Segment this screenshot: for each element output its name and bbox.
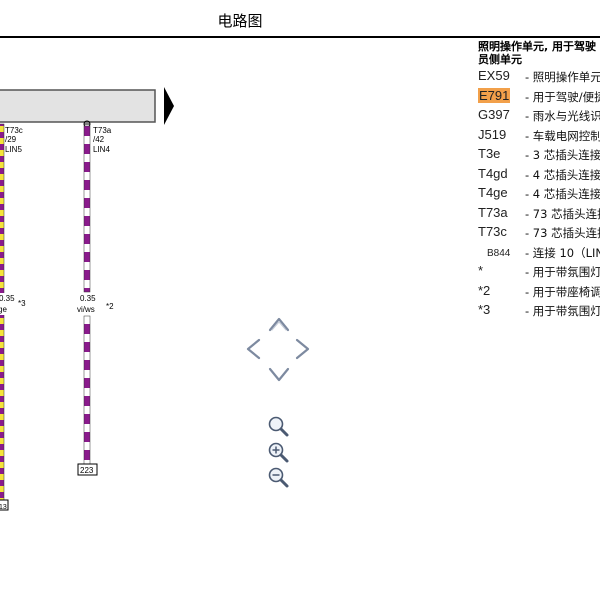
- legend-title: 照明操作单元, 用于驾驶员侧单元: [478, 40, 597, 66]
- zoom-in-icon[interactable]: [268, 442, 289, 463]
- legend-item-desc: - 73 芯插头连接: [525, 206, 600, 221]
- arrow-right-icon[interactable]: [292, 338, 314, 362]
- legend-item-desc: - 雨水与光线识别: [525, 109, 600, 123]
- zoom-fit-icon[interactable]: [268, 416, 289, 437]
- pan-controls: [242, 312, 314, 386]
- wire-signal-label: LIN4: [93, 145, 110, 154]
- legend-item-code[interactable]: EX59: [478, 68, 510, 83]
- legend-item-code[interactable]: T73a: [478, 204, 508, 220]
- wire-signal-label: LIN5: [5, 145, 22, 154]
- wire-terminal-label: 223: [80, 466, 94, 475]
- legend-item-code[interactable]: T73c: [478, 224, 507, 239]
- legend-panel: 照明操作单元, 用于驾驶员侧单元 EX59 - 照明操作单元 E791 - 用于驾驶/…: [478, 40, 600, 320]
- wire-color-label: vi/ws: [77, 305, 95, 314]
- arrow-left-icon[interactable]: [242, 338, 264, 362]
- legend-item[interactable]: T73a - 73 芯插头连接: [478, 203, 600, 223]
- page-title: 电路图: [217, 12, 263, 30]
- legend-item-code[interactable]: T4ge: [478, 185, 508, 200]
- zoom-controls: [268, 416, 289, 488]
- arrow-up-icon[interactable]: [266, 312, 292, 334]
- continuation-arrow-icon: [164, 87, 174, 125]
- wire-gauge-label: 0.35: [0, 294, 15, 303]
- legend-item[interactable]: T4ge - 4 芯插头连接: [478, 183, 600, 203]
- legend-item[interactable]: * - 用于带氛围灯: [478, 261, 600, 281]
- legend-item[interactable]: G397 - 雨水与光线识别: [478, 105, 600, 125]
- legend-item-desc: - 用于带座椅调节: [525, 284, 600, 299]
- legend-item[interactable]: T73c - 73 芯插头连接: [478, 222, 600, 242]
- legend-item-desc: - 用于带氛围灯: [525, 304, 600, 318]
- legend-item-code[interactable]: J519: [478, 126, 507, 142]
- legend-item-code[interactable]: *: [478, 263, 484, 278]
- legend-item[interactable]: E791 - 用于驾驶/便捷: [478, 86, 600, 106]
- legend-item-desc: - 3 芯插头连接: [525, 148, 600, 162]
- wire-pin-label: /29: [5, 135, 17, 144]
- wire-note-label: *2: [106, 302, 114, 311]
- legend-item-desc: - 连接 10（LIN: [525, 245, 600, 260]
- legend-item-code[interactable]: T4gd: [478, 165, 508, 181]
- legend-item-desc: - 车载电网控制单元: [525, 128, 600, 143]
- legend-item-desc: - 4 芯插头连接: [525, 187, 600, 201]
- wire-connector-label: T73a: [93, 126, 112, 135]
- legend-item-code[interactable]: *2: [478, 282, 491, 298]
- legend-item[interactable]: B844 - 连接 10（LIN: [478, 242, 600, 262]
- arrow-down-icon[interactable]: [266, 364, 292, 386]
- legend-item[interactable]: J519 - 车载电网控制单元: [478, 125, 600, 145]
- legend-item-desc: - 用于带氛围灯: [525, 265, 600, 279]
- wire-t73a[interactable]: T73a /42 LIN4 0.35 vi/ws *2 223: [77, 120, 114, 476]
- zoom-out-icon[interactable]: [268, 467, 289, 488]
- legend-item[interactable]: T4gd - 4 芯插头连接: [478, 164, 600, 184]
- legend-item[interactable]: *3 - 用于带氛围灯: [478, 300, 600, 320]
- control-unit-block: [0, 87, 174, 125]
- title-divider: [0, 36, 600, 38]
- legend-item-desc: - 用于驾驶/便捷: [525, 89, 600, 104]
- wire-connector-label: T73c: [5, 126, 23, 135]
- legend-item[interactable]: EX59 - 照明操作单元: [478, 66, 600, 86]
- legend-item-code[interactable]: T3e: [478, 146, 501, 161]
- legend-item[interactable]: T3e - 3 芯插头连接: [478, 144, 600, 164]
- legend-item-desc: - 4 芯插头连接: [525, 167, 600, 182]
- wire-t73c[interactable]: T73c /29 LIN5 0.35 ge *3 13: [0, 123, 26, 511]
- wire-terminal-label: 13: [0, 504, 7, 511]
- wire-note-label: *3: [18, 299, 26, 308]
- legend-item-desc: - 73 芯插头连接: [525, 226, 600, 240]
- legend-item-code[interactable]: *3: [478, 302, 491, 317]
- legend-item[interactable]: *2 - 用于带座椅调节: [478, 281, 600, 301]
- legend-item-desc: - 照明操作单元: [525, 70, 600, 84]
- wire-gauge-label: 0.35: [80, 294, 96, 303]
- legend-item-code[interactable]: B844: [487, 247, 511, 259]
- legend-list: EX59 - 照明操作单元 E791 - 用于驾驶/便捷 G397 - 雨水与光线识别 J5…: [478, 66, 600, 320]
- legend-item-code[interactable]: G397: [478, 107, 510, 122]
- wire-color-label: ge: [0, 305, 7, 314]
- legend-item-code[interactable]: E791: [478, 87, 511, 103]
- wire-pin-label: /42: [93, 135, 105, 144]
